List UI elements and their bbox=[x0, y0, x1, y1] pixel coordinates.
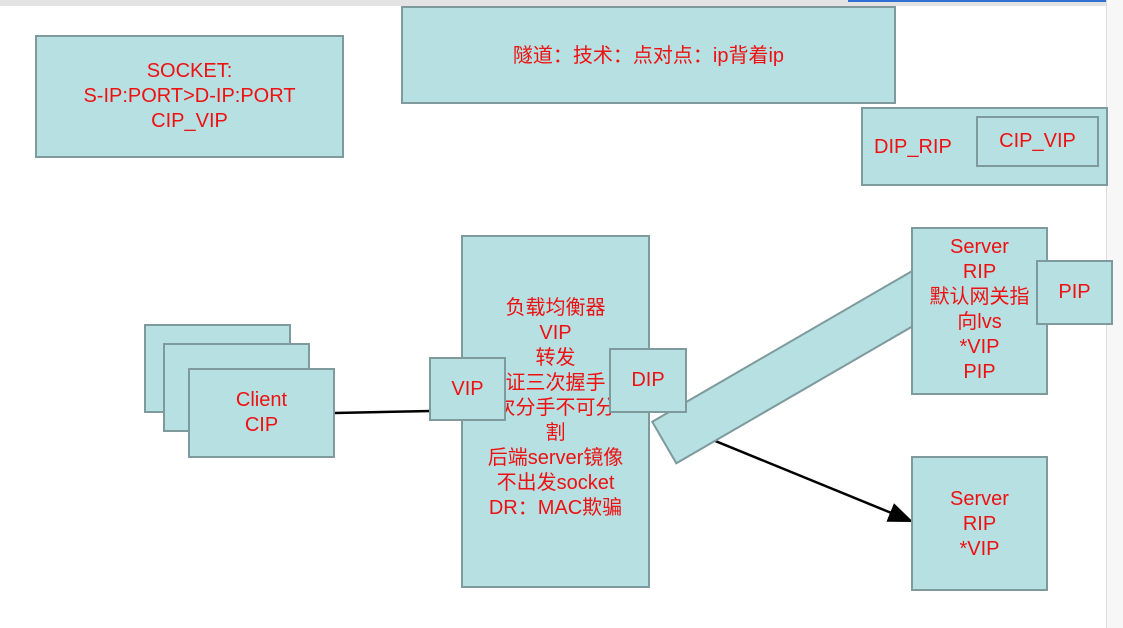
top-scroll-bar bbox=[0, 0, 1106, 6]
dip-port-label: DIP bbox=[631, 369, 665, 391]
vip-port-box: VIP bbox=[429, 357, 506, 421]
vip-port-label: VIP bbox=[451, 377, 484, 400]
server-top-box: Server RIP 默认网关指 向lvs *VIP PIP bbox=[911, 227, 1048, 395]
server-bottom-text: Server RIP *VIP bbox=[950, 488, 1009, 560]
client-box: Client CIP bbox=[188, 368, 335, 458]
socket-text: SOCKET: S-IP:PORT>D-IP:PORT CIP_VIP bbox=[83, 60, 296, 132]
server-top-text: Server RIP 默认网关指 向lvs *VIP PIP bbox=[929, 236, 1030, 383]
client-text: Client CIP bbox=[235, 389, 288, 436]
packet-inner-box: CIP_VIP bbox=[976, 116, 1099, 167]
server-pip-label: PIP bbox=[1058, 281, 1091, 303]
server-bottom-box: Server RIP *VIP bbox=[911, 456, 1048, 591]
dip-port-box: DIP bbox=[609, 348, 687, 413]
server-pip-box: PIP bbox=[1036, 260, 1113, 325]
socket-box: SOCKET: S-IP:PORT>D-IP:PORT CIP_VIP bbox=[35, 35, 344, 158]
tunnel-box: 隧道：技术：点对点：ip背着ip bbox=[401, 6, 896, 104]
load-balancer-text: 负载均衡器 VIP 转发 证三次握手 次分手不可分 割 后端server镜像 不… bbox=[487, 297, 624, 519]
packet-outer-label: DIP_RIP bbox=[874, 136, 952, 158]
tunnel-text: 隧道：技术：点对点：ip背着ip bbox=[512, 45, 785, 67]
top-bar-accent bbox=[848, 0, 1106, 2]
packet-inner-label: CIP_VIP bbox=[999, 130, 1076, 152]
dip-to-server-arrow bbox=[685, 427, 914, 523]
client-to-vip-line bbox=[334, 409, 432, 415]
